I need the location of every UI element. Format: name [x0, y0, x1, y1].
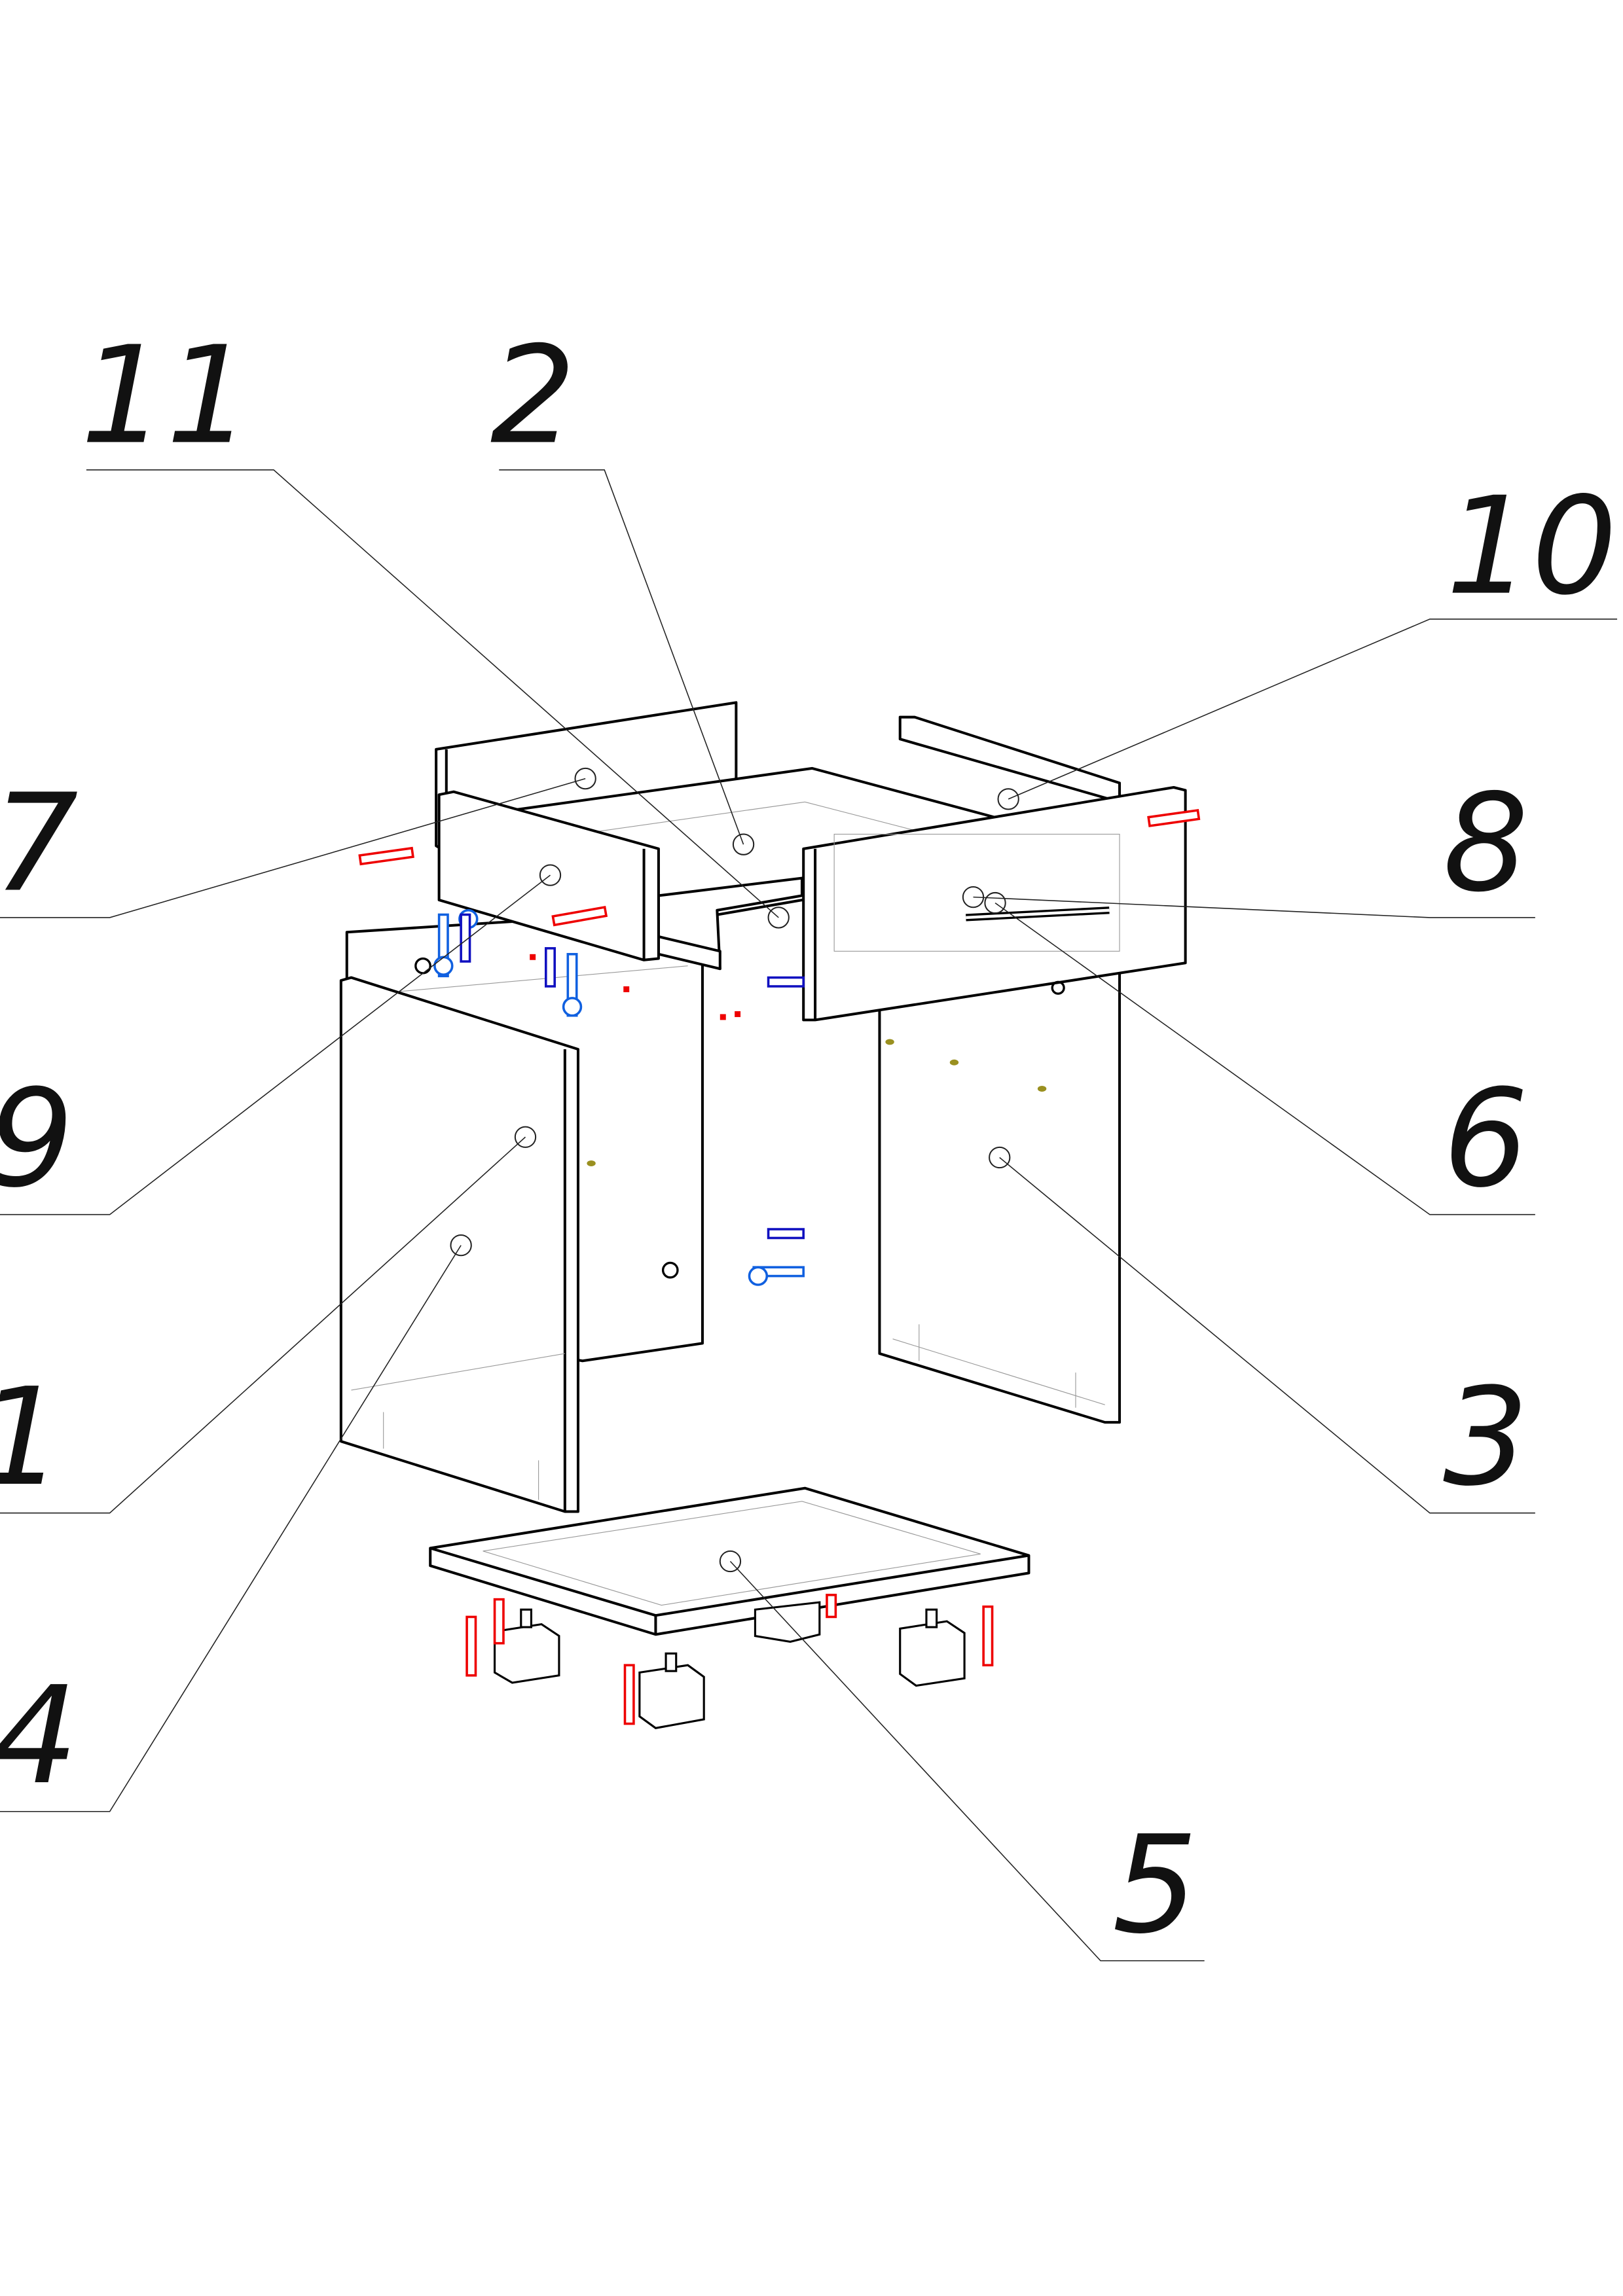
screw: [551, 906, 608, 927]
rail-front-11: [657, 876, 803, 971]
panel-right-top-10: [898, 715, 1122, 804]
feet: [493, 1601, 966, 1729]
callout-10: 10: [997, 468, 1618, 810]
screw: [826, 1594, 837, 1619]
callout-2: 2: [490, 317, 755, 855]
svg-text:9: 9: [0, 1060, 74, 1217]
svg-text:5: 5: [1112, 1806, 1198, 1964]
screw: [493, 1598, 505, 1645]
foot: [638, 1652, 705, 1729]
cam: [767, 1228, 805, 1240]
callout-5: 5: [719, 1550, 1205, 1964]
cam: [460, 913, 471, 963]
screw: [358, 846, 414, 866]
screw: [1147, 808, 1201, 827]
foot: [493, 1608, 560, 1684]
callout-9: 9: [0, 864, 562, 1217]
screw: [623, 1664, 635, 1725]
callout-6: 6: [984, 891, 1535, 1217]
svg-text:6: 6: [1443, 1060, 1529, 1217]
handle: [966, 906, 1110, 922]
cam: [544, 947, 556, 988]
svg-text:2: 2: [490, 317, 576, 474]
panel-left-side-1: [339, 976, 579, 1513]
svg-text:1: 1: [0, 1359, 64, 1516]
svg-text:10: 10: [1446, 468, 1618, 625]
svg-text:8: 8: [1443, 764, 1529, 922]
screw: [982, 1605, 994, 1666]
callout-8: 8: [962, 764, 1535, 922]
svg-text:3: 3: [1443, 1359, 1529, 1516]
svg-text:7: 7: [0, 764, 79, 922]
cam: [767, 976, 805, 988]
svg-text:4: 4: [0, 1657, 79, 1814]
screw: [465, 1615, 477, 1677]
panel-bottom-5: [429, 1486, 1030, 1636]
callout-4: 4: [0, 1234, 472, 1814]
panel-front-8: [802, 785, 1187, 1022]
hardware: [358, 808, 1201, 1725]
callout-7: 7: [0, 764, 596, 922]
callout-11: 11: [81, 317, 790, 929]
foot: [754, 1601, 821, 1643]
svg-text:11: 11: [81, 317, 252, 474]
panel-right-side-3: [878, 950, 1122, 1424]
foot: [899, 1608, 966, 1687]
callout-1: 1: [0, 1126, 537, 1516]
callout-3: 3: [989, 1146, 1535, 1516]
